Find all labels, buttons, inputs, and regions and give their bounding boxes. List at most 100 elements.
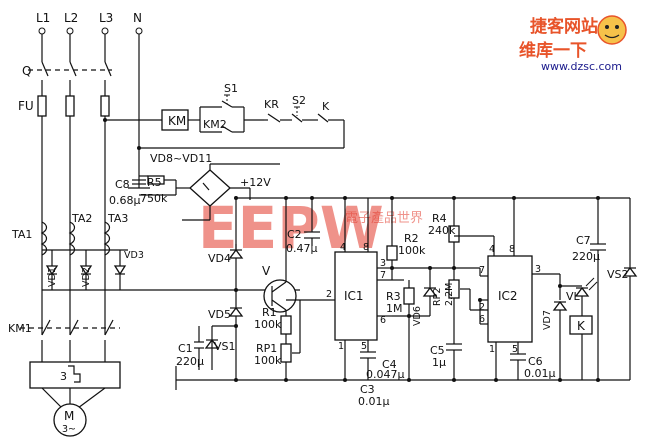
ic2-pin7: 7 xyxy=(479,265,485,276)
r4-label: R4 xyxy=(432,212,447,225)
eepw-logo: EEPW xyxy=(198,194,384,262)
ic1-pin3: 3 xyxy=(380,258,386,269)
ic1-pin2: 2 xyxy=(326,289,332,300)
vd5-label: VD5 xyxy=(208,308,231,321)
eepw-chinese-text: 電子產品世界 xyxy=(345,210,423,226)
ic1-pin5: 5 xyxy=(361,341,367,352)
transistor-stage xyxy=(263,198,330,380)
motor-label: M xyxy=(64,409,74,423)
vd6-label: VD6 xyxy=(412,306,423,326)
vd3-label: VD3 xyxy=(124,250,144,261)
vd8-vd11-label: VD8~VD11 xyxy=(150,152,212,165)
ic2-pin4: 4 xyxy=(489,244,495,255)
c2-label: C2 xyxy=(287,228,302,241)
ground-rail xyxy=(175,366,630,390)
ic1-pin4: 4 xyxy=(340,242,346,253)
vd1-diode xyxy=(45,265,59,276)
ic1-pin6: 6 xyxy=(380,315,386,326)
r1-value: 100k xyxy=(254,318,282,331)
r5-value: 750k xyxy=(140,192,168,205)
c4-value: 0.047μ xyxy=(366,368,405,381)
vd3-diode xyxy=(113,265,127,276)
vd5-diode xyxy=(228,306,244,317)
current-transformers xyxy=(40,221,300,291)
dzsc-corner-logo: 捷客网站 维库一下 www.dzsc.com xyxy=(519,15,627,73)
vd4-diode xyxy=(228,248,244,259)
c8-label: C8 xyxy=(115,178,130,191)
thermal-relay xyxy=(29,361,121,389)
c2-value: 0.47μ xyxy=(286,242,318,255)
r2-label: R2 xyxy=(404,232,419,245)
line-l1-label: L1 xyxy=(36,11,50,25)
vl-label: VL xyxy=(566,290,581,303)
c1-value: 220μ xyxy=(176,355,204,368)
kr-label: KR xyxy=(264,98,279,111)
motor-phase-label: 3~ xyxy=(62,424,76,435)
fuse-l3 xyxy=(100,95,110,117)
c6-label: C6 xyxy=(528,355,543,368)
plus-12v-label: +12V xyxy=(240,176,271,189)
vd7-label: VD7 xyxy=(542,310,553,330)
ic2-pin3: 3 xyxy=(535,264,541,275)
r2-value: 100k xyxy=(398,244,426,257)
relay-k-label: K xyxy=(577,319,586,333)
motor-branch xyxy=(20,319,121,437)
relay-k-coil xyxy=(569,315,593,335)
line-terminals xyxy=(38,27,143,35)
km-coil-label: KM xyxy=(168,114,186,128)
thermal-relay-label: 3 xyxy=(60,370,67,383)
transistor-v-label: V xyxy=(262,264,271,278)
switch-q-label: Q xyxy=(22,64,31,78)
line-l2-label: L2 xyxy=(64,11,78,25)
c5-value: 1μ xyxy=(432,356,446,369)
c7-label: C7 xyxy=(576,234,591,247)
r4-value: 240k xyxy=(428,224,456,237)
ic2-pins xyxy=(454,198,560,380)
ic1-pin1: 1 xyxy=(338,341,344,352)
output-stage xyxy=(552,198,638,380)
ic1-pin7: 7 xyxy=(380,270,386,281)
corner-brand-text: 维库一下 xyxy=(519,40,587,61)
fuse-l1 xyxy=(37,95,47,117)
fuse-l2 xyxy=(65,95,75,117)
mascot-icon xyxy=(597,15,627,45)
junction-dots xyxy=(103,118,600,382)
ic1-pin8: 8 xyxy=(363,242,369,253)
r3-value: 1M xyxy=(386,302,403,315)
ta1-label: TA1 xyxy=(11,228,32,241)
ic2-pin8: 8 xyxy=(509,244,515,255)
corner-url: www.dzsc.com xyxy=(541,60,622,73)
r2-resistor xyxy=(386,245,398,261)
fuse-fu-label: FU xyxy=(18,99,34,113)
vd1-label: VD1 xyxy=(47,267,58,287)
ic2-chip xyxy=(487,255,533,343)
ic1-label: IC1 xyxy=(344,289,364,303)
line-l3-label: L3 xyxy=(99,11,113,25)
rp1-label: RP1 xyxy=(256,342,277,355)
zener-stack xyxy=(194,244,244,370)
ic2-pin6: 6 xyxy=(479,314,485,325)
vs2-label: VS2 xyxy=(607,268,629,281)
km1-label: KM1 xyxy=(8,322,32,335)
c6-value: 0.01μ xyxy=(524,367,556,380)
c3-value: 0.01μ xyxy=(358,395,390,408)
three-phase-lines xyxy=(28,34,140,335)
c1-label: C1 xyxy=(178,342,193,355)
c7-value: 220μ xyxy=(572,250,600,263)
k-contact-label: K xyxy=(322,100,330,113)
rp2-value: 2.2M xyxy=(444,283,455,306)
ic1-pins xyxy=(330,198,392,380)
vd4-label: VD4 xyxy=(208,252,231,265)
corner-top-text: 捷客网站 xyxy=(530,16,598,37)
control-circuit xyxy=(105,94,345,149)
vd7-diode xyxy=(552,300,568,311)
r3-resistor xyxy=(403,287,415,305)
r5-label: R5 xyxy=(147,176,162,189)
c3-label: C3 xyxy=(360,383,375,396)
r1-label: R1 xyxy=(262,306,277,319)
ic2-pin1: 1 xyxy=(489,344,495,355)
ta3-label: TA3 xyxy=(107,212,128,225)
ic1-chip xyxy=(334,251,378,341)
vd2-label: VD2 xyxy=(81,267,92,287)
